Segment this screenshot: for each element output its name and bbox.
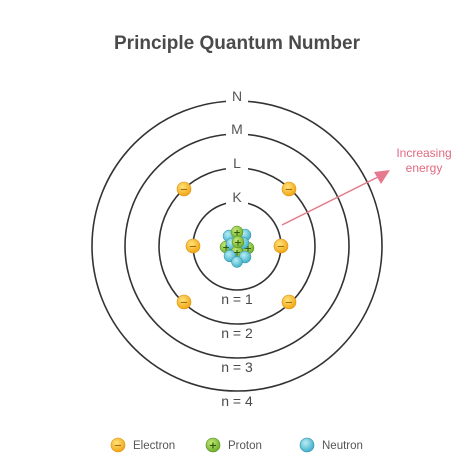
proton-plus-symbol: + bbox=[222, 244, 230, 254]
n-label-2: n = 2 bbox=[221, 325, 253, 341]
page-title: Principle Quantum Number bbox=[114, 33, 361, 54]
energy-arrow-line bbox=[281, 175, 381, 226]
electron-minus-symbol: − bbox=[285, 185, 293, 196]
electron-minus-symbol: − bbox=[180, 185, 188, 196]
legend-proton: + Proton bbox=[205, 437, 262, 453]
energy-label-line2: energy bbox=[406, 161, 443, 175]
electron: − bbox=[273, 238, 289, 254]
legend-electron: − Electron bbox=[110, 437, 175, 453]
electron: − bbox=[176, 181, 192, 197]
electron-minus-symbol: − bbox=[114, 441, 122, 452]
legend-proton-label: Proton bbox=[228, 440, 262, 452]
proton-particle bbox=[231, 235, 245, 249]
n-label-4: n = 4 bbox=[221, 393, 253, 409]
shell-letter-n: N bbox=[232, 88, 242, 104]
electron: − bbox=[176, 294, 192, 310]
proton-plus-symbol: + bbox=[233, 229, 241, 239]
n-label-3: n = 3 bbox=[221, 359, 253, 375]
shell-letter-m: M bbox=[231, 121, 243, 137]
electron-minus-symbol: − bbox=[285, 298, 293, 309]
proton-plus-symbol: + bbox=[234, 239, 242, 249]
shell-letter-l: L bbox=[233, 155, 241, 171]
legend-neutron-label: Neutron bbox=[322, 440, 363, 452]
energy-arrow-head bbox=[374, 170, 390, 184]
electron-minus-symbol: − bbox=[189, 242, 197, 253]
electron-legend-icon bbox=[110, 437, 126, 453]
legend: − Electron + Proton Neutron bbox=[110, 437, 363, 453]
nucleus: + + + + + bbox=[219, 225, 255, 268]
shell-letter-k: K bbox=[232, 189, 242, 205]
proton-plus-symbol: + bbox=[233, 249, 241, 259]
electron-minus-symbol: − bbox=[180, 298, 188, 309]
proton-plus-symbol: + bbox=[244, 245, 252, 255]
neutron-particle bbox=[231, 256, 243, 268]
neutron-legend-icon bbox=[299, 437, 315, 453]
electron-minus-symbol: − bbox=[277, 242, 285, 253]
proton-plus-symbol: + bbox=[209, 441, 217, 452]
legend-neutron: Neutron bbox=[299, 437, 363, 453]
n-label-1: n = 1 bbox=[221, 291, 253, 307]
proton-legend-icon bbox=[205, 437, 221, 453]
electron: − bbox=[281, 181, 297, 197]
electron: − bbox=[281, 294, 297, 310]
electron: − bbox=[185, 238, 201, 254]
energy-label-line1: Increasing bbox=[396, 146, 451, 160]
legend-electron-label: Electron bbox=[133, 440, 175, 452]
